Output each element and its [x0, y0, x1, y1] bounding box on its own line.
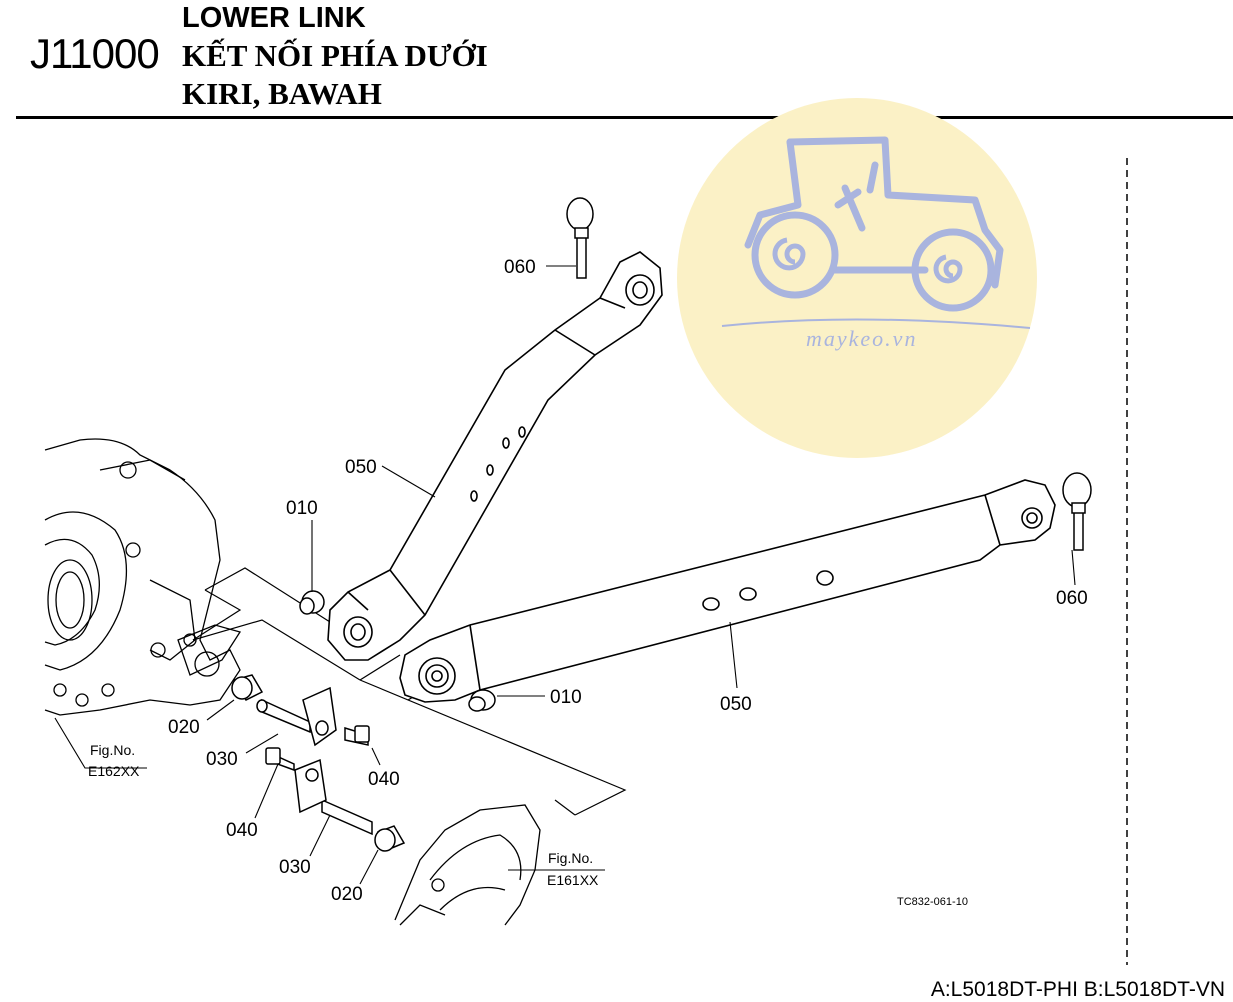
callout-010-upper: 010 [286, 498, 318, 519]
bolt-040-upper [344, 725, 370, 746]
left-housing [44, 438, 242, 716]
callout-020-upper: 020 [168, 717, 200, 738]
bushing-020-upper [231, 674, 264, 701]
title-english: LOWER LINK [182, 2, 366, 34]
drawing-code: TC832-061-10 [897, 896, 968, 908]
watermark: maykeo.vn [677, 98, 1037, 458]
tractor-icon [744, 136, 1004, 312]
lynch-pin-060-lower [1062, 472, 1092, 551]
bolt-040-lower [265, 747, 295, 772]
fig-ref-b-code: E161XX [547, 872, 599, 888]
callout-030-lower: 030 [279, 857, 311, 878]
callout-030-upper: 030 [206, 749, 238, 770]
lower-link-arm-upper [327, 251, 663, 661]
lynch-pin-060-upper [566, 197, 594, 279]
model-footer: A:L5018DT-PHI B:L5018DT-VN [930, 978, 1225, 1001]
callout-060-lower: 060 [1056, 588, 1088, 609]
fig-ref-a-code: E162XX [88, 763, 140, 779]
wheel-swirl-icon [772, 237, 963, 284]
bushing-020-lower [374, 825, 406, 852]
callout-040-upper: 040 [368, 769, 400, 790]
callout-020-lower: 020 [331, 884, 363, 905]
lower-link-arm-lower [399, 479, 1056, 703]
callout-060-upper: 060 [504, 257, 536, 278]
watermark-underline [721, 318, 1031, 329]
bushing-010-lower [468, 689, 496, 712]
title-vietnamese: KẾT NỐI PHÍA DƯỚI [182, 38, 488, 73]
callout-050-lower: 050 [720, 694, 752, 715]
callout-050-upper: 050 [345, 457, 377, 478]
leader-lines [54, 265, 1076, 885]
fig-ref-b-label: Fig.No. [548, 850, 593, 866]
pin-030-lower [294, 758, 373, 836]
page-code: J11000 [30, 30, 160, 77]
bushing-010-upper [299, 590, 325, 615]
watermark-text: maykeo.vn [806, 326, 917, 351]
watermark-circle [677, 98, 1037, 458]
header-rule [16, 116, 1233, 119]
callout-010-lower: 010 [550, 687, 582, 708]
fig-ref-a-label: Fig.No. [90, 742, 135, 758]
right-housing [394, 804, 541, 926]
pin-030-upper [256, 686, 337, 747]
title-malay: KIRI, BAWAH [182, 76, 382, 111]
callout-040-lower: 040 [226, 820, 258, 841]
